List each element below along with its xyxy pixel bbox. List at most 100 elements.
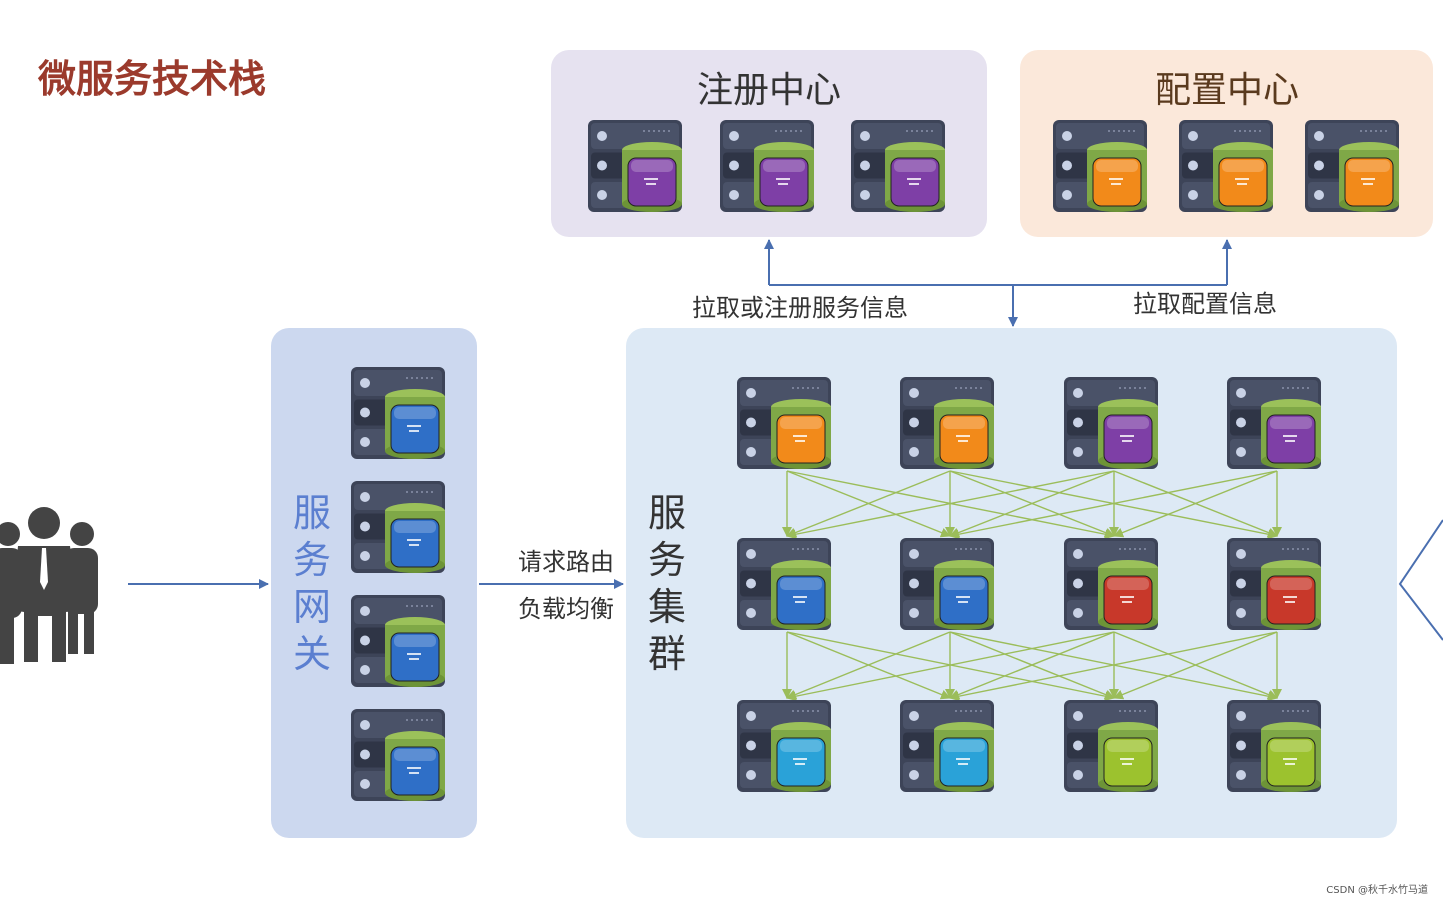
chip-highlight	[394, 635, 436, 647]
chip-glyph	[409, 430, 419, 432]
server-led	[597, 131, 607, 141]
gateway-label-char: 网	[293, 585, 331, 629]
server-led	[746, 770, 756, 780]
server-vent-dot	[406, 719, 408, 721]
service-chip	[776, 737, 826, 787]
server-vent-dot	[406, 491, 408, 493]
chip-glyph	[1122, 440, 1132, 442]
watermark: CSDN @秋千水竹马道	[1326, 883, 1428, 896]
server-led	[729, 160, 739, 171]
chip-highlight	[1107, 417, 1149, 429]
server-led	[1236, 549, 1246, 559]
sync-connectors	[764, 239, 1232, 327]
server-vent-dot	[426, 491, 428, 493]
server-vent-dot	[965, 548, 967, 550]
server-vent-dot	[416, 605, 418, 607]
server-vent-dot	[960, 548, 962, 550]
server-vent-dot	[970, 710, 972, 712]
server-led	[360, 635, 370, 646]
server-vent-dot	[1123, 130, 1125, 132]
chip-highlight	[394, 407, 436, 419]
chip-highlight	[943, 417, 985, 429]
server-vent-dot	[426, 605, 428, 607]
server-vent-dot	[970, 548, 972, 550]
call-arrow	[949, 631, 1115, 700]
gateway-label-char: 关	[293, 632, 331, 676]
server-vent-dot	[1282, 387, 1284, 389]
chip-glyph	[907, 178, 921, 180]
call-arrow	[1113, 470, 1278, 538]
gateway-server	[351, 595, 445, 687]
server-led	[1236, 388, 1246, 398]
server-led	[1073, 578, 1083, 589]
server-vent-dot	[1108, 130, 1110, 132]
server-vent-dot	[1134, 710, 1136, 712]
gateway-server	[351, 709, 445, 801]
chip-glyph	[646, 183, 656, 185]
server-vent-dot	[785, 130, 787, 132]
chip-highlight	[1107, 578, 1149, 590]
registry-server	[588, 120, 682, 212]
server-led	[360, 378, 370, 388]
server-vent-dot	[802, 548, 804, 550]
server-vent-dot	[792, 387, 794, 389]
server-vent-dot	[1282, 548, 1284, 550]
cluster-server	[1064, 377, 1158, 469]
cluster-server	[900, 700, 994, 792]
server-vent-dot	[1292, 387, 1294, 389]
server-vent-dot	[1370, 130, 1372, 132]
server-vent-dot	[1139, 548, 1141, 550]
server-vent-dot	[792, 548, 794, 550]
server-led	[1073, 388, 1083, 398]
request-routing-label: 请求路由	[518, 548, 614, 576]
chip-highlight	[780, 578, 822, 590]
server-led	[1314, 190, 1324, 200]
server-vent-dot	[812, 548, 814, 550]
call-arrow	[1113, 631, 1278, 700]
server-vent-dot	[1302, 548, 1304, 550]
server-vent-dot	[1124, 387, 1126, 389]
server-vent-dot	[431, 719, 433, 721]
chip-glyph	[776, 178, 790, 180]
server-vent-dot	[1134, 387, 1136, 389]
server-led	[1073, 740, 1083, 751]
server-vent-dot	[975, 387, 977, 389]
load-balance-label: 负载均衡	[518, 595, 614, 623]
server-vent-dot	[426, 719, 428, 721]
server-led	[729, 190, 739, 200]
server-vent-dot	[416, 719, 418, 721]
call-arrow	[786, 631, 1115, 702]
server-vent-dot	[775, 130, 777, 132]
server-led	[909, 447, 919, 457]
server-vent-dot	[1282, 710, 1284, 712]
server-vent-dot	[1307, 387, 1309, 389]
server-led	[1188, 190, 1198, 200]
server-led	[909, 608, 919, 618]
server-vent-dot	[421, 377, 423, 379]
cluster-label-char: 服	[648, 491, 686, 535]
users-icon	[0, 507, 98, 664]
server-vent-dot	[421, 491, 423, 493]
chip-glyph	[1235, 178, 1249, 180]
chip-glyph	[956, 596, 970, 598]
server-led	[360, 521, 370, 532]
chip-glyph	[1363, 183, 1373, 185]
call-arrow	[786, 470, 951, 538]
server-vent-dot	[1133, 130, 1135, 132]
gateway-server	[351, 481, 445, 573]
server-vent-dot	[802, 710, 804, 712]
server-vent-dot	[1307, 548, 1309, 550]
server-vent-dot	[807, 387, 809, 389]
server-led	[1073, 417, 1083, 428]
server-led	[1073, 447, 1083, 457]
server-vent-dot	[1307, 710, 1309, 712]
server-vent-dot	[406, 377, 408, 379]
chip-glyph	[1237, 183, 1247, 185]
server-led	[1062, 190, 1072, 200]
chip-glyph	[793, 435, 807, 437]
chip-glyph	[1285, 763, 1295, 765]
chip-glyph	[1285, 601, 1295, 603]
service-chip	[1218, 157, 1268, 207]
chip-glyph	[1283, 596, 1297, 598]
chip-glyph	[795, 440, 805, 442]
